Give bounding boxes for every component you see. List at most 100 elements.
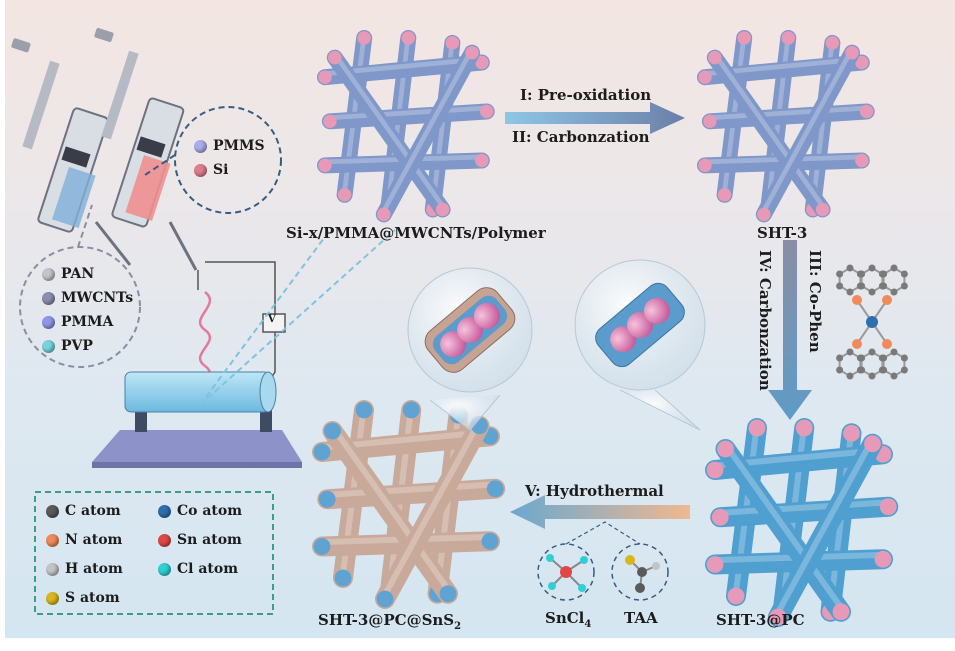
atom (852, 295, 862, 305)
fiber-tip (337, 188, 352, 202)
legend-item: C atom (46, 503, 121, 519)
fiber-tip (748, 419, 766, 437)
fiber-tip (445, 36, 460, 50)
legend-swatch (46, 504, 59, 518)
legend-label: C atom (65, 503, 121, 519)
atom (900, 366, 908, 374)
fiber-tip (859, 104, 874, 119)
fiber-tip (717, 440, 734, 458)
atom (836, 366, 844, 374)
fiber-tip (328, 50, 342, 65)
label-voltage: V (268, 314, 276, 325)
fiber (768, 433, 883, 627)
legend-swatch (42, 267, 55, 281)
legend-item: PAN (42, 266, 94, 282)
atom (890, 348, 898, 356)
legend-item: S atom (46, 590, 120, 606)
fiber-tip (698, 158, 712, 173)
taa-molecule (625, 555, 660, 593)
fiber-tip (717, 188, 732, 202)
fiber-tip (769, 608, 787, 626)
fiber-tip (402, 401, 420, 419)
atom (836, 282, 844, 290)
legend-swatch (194, 139, 207, 153)
atom (852, 339, 862, 349)
fiber-tip (318, 158, 332, 173)
atom (858, 354, 866, 362)
fiber (706, 49, 831, 218)
step-2-label: II: Carbonzation (512, 128, 650, 146)
fiber-tip (706, 461, 724, 479)
fiber-tip (439, 585, 457, 603)
legend-swatch (158, 562, 171, 576)
legend-item: PVP (42, 338, 93, 354)
power-circuit (197, 261, 286, 396)
legend-swatch (42, 315, 55, 329)
atom (858, 270, 866, 278)
fiber-tip (795, 419, 813, 437)
fiber-tip (435, 202, 450, 217)
fiber-tip (845, 45, 859, 60)
fiber-tip (832, 603, 850, 621)
label-sncl4: SnCl4 (545, 609, 592, 630)
atom (858, 282, 866, 290)
fiber-mesh-sht3 (697, 30, 875, 223)
fiber (326, 49, 451, 218)
fiber-tip (318, 490, 336, 508)
fiber-tip (737, 31, 751, 45)
fiber-tip (711, 508, 729, 526)
co-phen-molecule (836, 264, 908, 380)
step-3-label: III: Co-Phen (806, 250, 824, 353)
legend-label: Cl atom (177, 561, 239, 577)
rotating-collector (92, 371, 302, 468)
atom (890, 264, 898, 272)
atom (868, 264, 876, 272)
legend-swatch (46, 562, 59, 576)
arrow-step-1-2 (505, 102, 685, 134)
atom (890, 288, 898, 296)
syringe-left-callout (19, 246, 141, 368)
fiber-tip (757, 207, 771, 222)
step-5-label: V: Hydrothermal (525, 482, 664, 500)
legend-label: Co atom (177, 503, 243, 519)
legend-label: PVP (61, 338, 93, 354)
fiber-tip (479, 104, 494, 119)
arrow-step-5 (510, 495, 690, 529)
legend-swatch (158, 504, 171, 518)
legend-item: N atom (46, 532, 122, 548)
fiber-tip (781, 31, 796, 45)
atom (836, 354, 844, 362)
step-1-label: I: Pre-oxidation (520, 86, 652, 104)
legend-item: PMMA (42, 314, 113, 330)
legend-label: S atom (65, 590, 120, 606)
sncl4-molecule (546, 554, 588, 592)
legend-swatch (194, 163, 207, 177)
fiber (321, 103, 495, 130)
step-4-label: IV: Carbonzation (756, 250, 774, 391)
legend-label: Sn atom (177, 532, 242, 548)
atom (880, 354, 888, 362)
legend-swatch (42, 291, 55, 305)
fiber-tip (874, 550, 892, 568)
legend-swatch (46, 533, 59, 547)
atom (846, 288, 854, 296)
fiber-mesh-precursor (317, 30, 495, 223)
fiber-tip (313, 443, 331, 461)
fiber-tip (376, 590, 394, 608)
legend-item: Cl atom (158, 561, 238, 577)
atom (836, 270, 844, 278)
fiber-tip (708, 50, 722, 65)
atom (858, 366, 866, 374)
fiber (701, 103, 875, 130)
fiber-tip (727, 587, 745, 605)
legend-label: MWCNTs (61, 290, 134, 306)
fiber-tip (698, 70, 712, 84)
atom (880, 366, 888, 374)
fiber (317, 478, 506, 510)
fiber (322, 421, 458, 604)
fiber-tip (318, 70, 332, 84)
syringe-right-callout (174, 106, 282, 214)
zoom-bubble-sns2 (407, 267, 533, 431)
